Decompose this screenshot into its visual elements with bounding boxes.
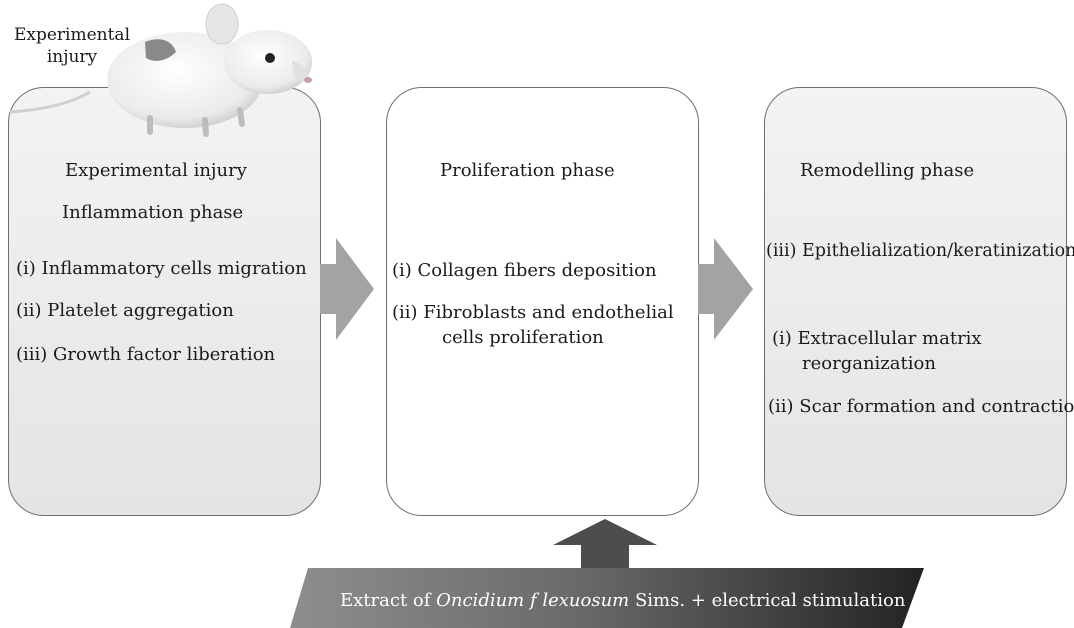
proliferation-panel xyxy=(386,87,699,516)
arrow-right-icon xyxy=(698,238,753,340)
treatment-species: Oncidium f lexuosum xyxy=(436,590,630,611)
treatment-bar xyxy=(290,568,924,628)
experimental-injury-label: Experimental injury xyxy=(8,24,136,68)
corner-label-line1: Experimental xyxy=(13,25,131,45)
list-item: (ii) Scar formation and contraction xyxy=(768,396,1074,417)
inflammation-panel xyxy=(8,87,321,516)
panel-title: Experimental injury xyxy=(65,160,247,181)
list-item: (i) Inflammatory cells migration xyxy=(16,258,307,279)
treatment-prefix: Extract of xyxy=(340,590,437,611)
list-item: (i) Extracellular matrix xyxy=(772,328,982,349)
list-item: (i) Collagen fibers deposition xyxy=(392,260,657,281)
list-item: (ii) Platelet aggregation xyxy=(16,300,234,321)
arrow-right-icon xyxy=(320,238,374,340)
list-item: (iii) Growth factor liberation xyxy=(16,344,276,365)
panel-title: Remodelling phase xyxy=(800,160,975,181)
panel-title: Proliferation phase xyxy=(440,160,615,181)
list-item: (ii) Fibroblasts and endothelial xyxy=(392,302,674,323)
corner-label-line2: injury xyxy=(46,47,98,67)
list-item: reorganization xyxy=(802,353,936,374)
treatment-suffix: Sims. + electrical stimulation xyxy=(629,590,906,611)
treatment-label: Extract of Oncidium f lexuosum Sims. + e… xyxy=(340,590,905,611)
list-item: cells proliferation xyxy=(442,327,604,348)
remodelling-panel xyxy=(764,87,1067,516)
arrow-up-icon xyxy=(553,519,657,568)
panel-subtitle: Inflammation phase xyxy=(62,202,244,223)
mouse-icon xyxy=(9,3,312,137)
list-item: (iii) Epithelialization/keratinization xyxy=(766,241,1074,261)
